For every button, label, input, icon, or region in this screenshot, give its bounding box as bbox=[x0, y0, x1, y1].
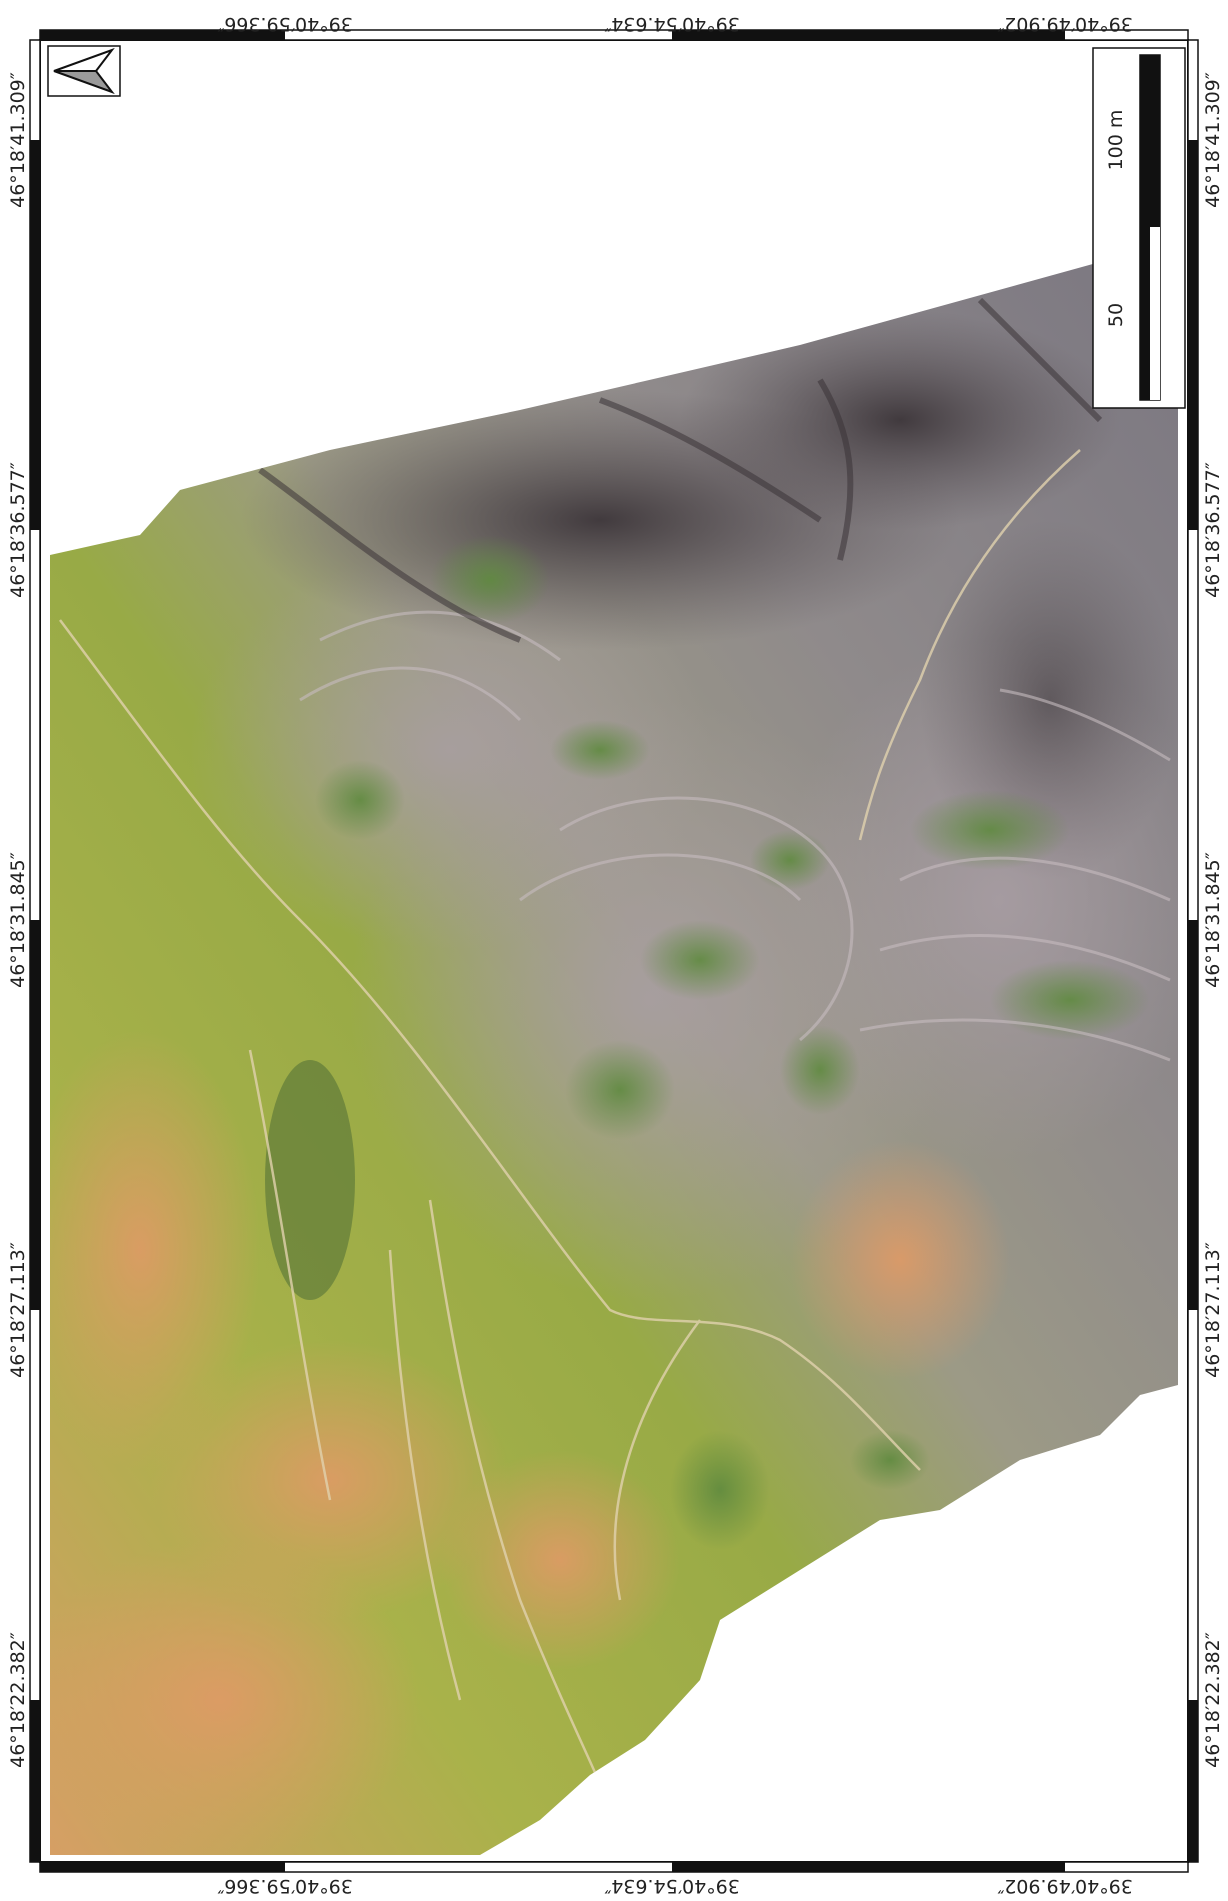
bottom-coordinate-bar bbox=[39, 1861, 1189, 1873]
scale-bar: 50 100 m bbox=[1092, 47, 1186, 409]
top-coord-label: 39°40′59.366″ bbox=[217, 13, 353, 35]
right-coord-label: 46°18′27.113″ bbox=[1202, 1242, 1224, 1378]
right-coord-label: 46°18′22.382″ bbox=[1202, 1632, 1224, 1768]
aerial-photo bbox=[50, 255, 1178, 1855]
top-coordinate-bar bbox=[39, 29, 1189, 41]
right-coord-label: 46°18′31.845″ bbox=[1202, 852, 1224, 988]
left-coord-label: 46°18′22.382″ bbox=[7, 1632, 29, 1768]
top-coord-label: 39°40′49.902″ bbox=[997, 13, 1133, 35]
scale-label-100: 100 m bbox=[1105, 110, 1127, 171]
right-coord-label: 46°18′41.309″ bbox=[1202, 72, 1224, 208]
top-coord-label: 39°40′54.634″ bbox=[604, 13, 740, 35]
right-coordinate-bar bbox=[1187, 39, 1199, 1863]
bottom-coord-label: 39°40′54.634″ bbox=[604, 1875, 740, 1897]
left-coord-label: 46°18′36.577″ bbox=[7, 462, 29, 598]
left-coord-label: 46°18′27.113″ bbox=[7, 1242, 29, 1378]
bottom-coord-label: 39°40′49.902″ bbox=[997, 1875, 1133, 1897]
bottom-coord-label: 39°40′59.366″ bbox=[217, 1875, 353, 1897]
scale-label-50: 50 bbox=[1105, 303, 1127, 327]
right-coord-label: 46°18′36.577″ bbox=[1202, 462, 1224, 598]
north-arrow-icon bbox=[47, 45, 121, 97]
left-coordinate-bar bbox=[29, 39, 41, 1863]
left-coord-label: 46°18′31.845″ bbox=[7, 852, 29, 988]
left-coord-label: 46°18′41.309″ bbox=[7, 72, 29, 208]
